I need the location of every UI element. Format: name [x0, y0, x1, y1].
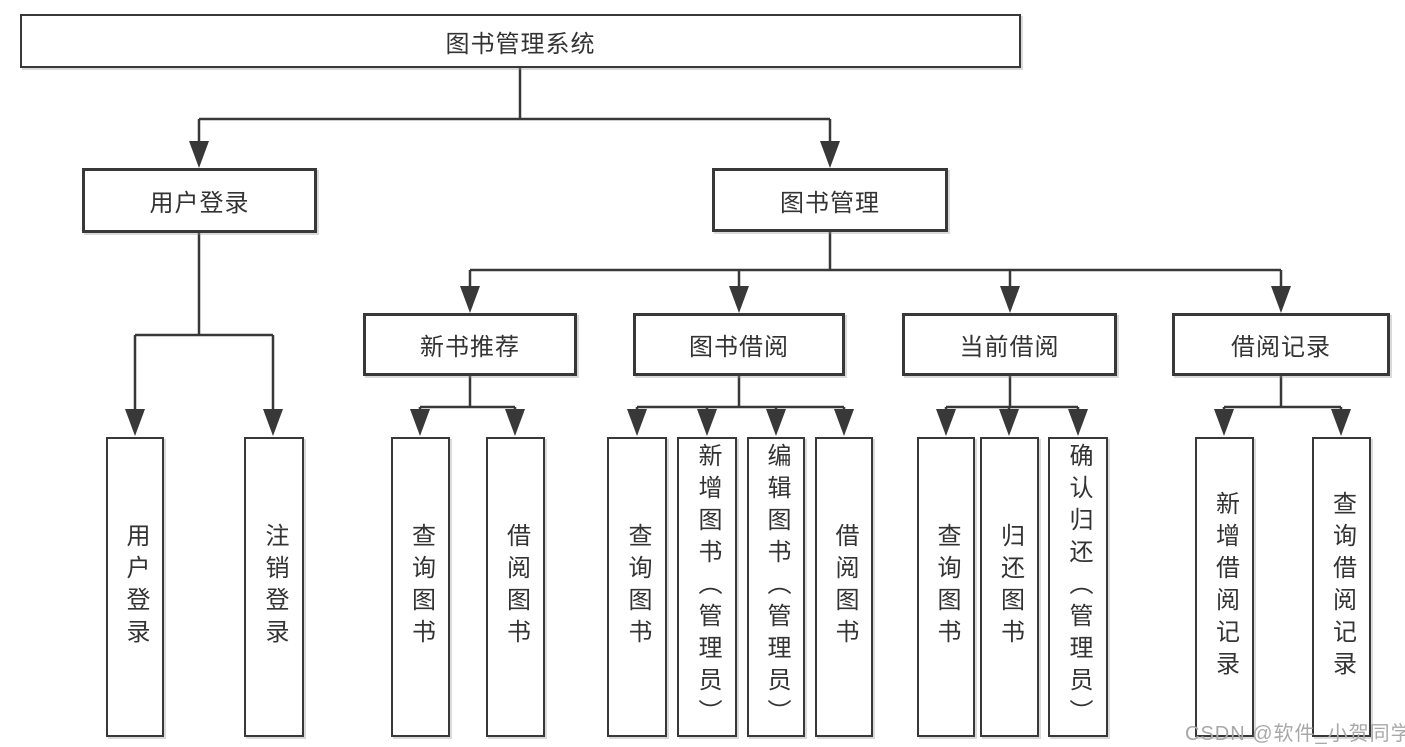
node-label: 图书管理系统 — [445, 30, 596, 58]
node-label: 图书管理 — [780, 189, 880, 217]
node-label: 借阅图书 — [502, 523, 530, 651]
node-current-borrow: 当前借阅 — [902, 313, 1117, 376]
node-label: 查询借阅记录 — [1328, 491, 1356, 683]
node-new-book-recommend: 新书推荐 — [363, 313, 577, 376]
node-book-management: 图书管理 — [712, 168, 948, 232]
leaf-current-return-books: 归还图书 — [980, 437, 1039, 737]
leaf-borrow-borrow-books: 借阅图书 — [815, 437, 873, 737]
node-label: 借阅记录 — [1231, 334, 1331, 361]
leaf-borrow-add-books-admin: 新增图书（管理员） — [677, 437, 737, 737]
leaf-recommend-borrow-books: 借阅图书 — [486, 437, 545, 737]
leaf-current-confirm-return-admin: 确认归还（管理员） — [1048, 437, 1108, 737]
leaf-user-login: 用户登录 — [106, 437, 164, 737]
node-label: 查询图书 — [407, 523, 435, 651]
node-label: 查询图书 — [933, 523, 960, 651]
leaf-current-query-books: 查询图书 — [917, 437, 975, 737]
node-label: 新增图书（管理员） — [694, 443, 721, 731]
csdn-watermark: CSDN @软件_小贺同学 — [1185, 723, 1405, 745]
node-label: 借阅图书 — [831, 523, 858, 651]
arrowheads — [125, 141, 1351, 436]
leaf-borrow-edit-books-admin: 编辑图书（管理员） — [747, 437, 805, 737]
leaf-borrow-query-books: 查询图书 — [607, 437, 667, 737]
node-label: 注销登录 — [261, 523, 288, 651]
node-label: 当前借阅 — [959, 334, 1060, 361]
node-label: 确认归还（管理员） — [1065, 443, 1092, 731]
node-label: 查询图书 — [624, 523, 651, 651]
leaf-records-add-record: 新增借阅记录 — [1195, 437, 1254, 737]
node-book-borrow: 图书借阅 — [633, 313, 845, 376]
node-label: 图书借阅 — [689, 334, 789, 361]
leaf-recommend-query-books: 查询图书 — [391, 437, 450, 737]
node-label: 新书推荐 — [420, 334, 520, 361]
leaf-records-query-record: 查询借阅记录 — [1312, 437, 1371, 737]
node-label: 用户登录 — [122, 523, 149, 651]
node-label: 归还图书 — [996, 523, 1024, 651]
node-label: 编辑图书（管理员） — [763, 443, 790, 731]
node-library-management-system: 图书管理系统 — [20, 14, 1021, 68]
node-borrow-records: 借阅记录 — [1172, 313, 1390, 376]
node-user-login: 用户登录 — [82, 168, 317, 233]
leaf-logout: 注销登录 — [244, 437, 304, 737]
node-label: 新增借阅记录 — [1211, 491, 1239, 683]
node-label: 用户登录 — [149, 190, 250, 217]
